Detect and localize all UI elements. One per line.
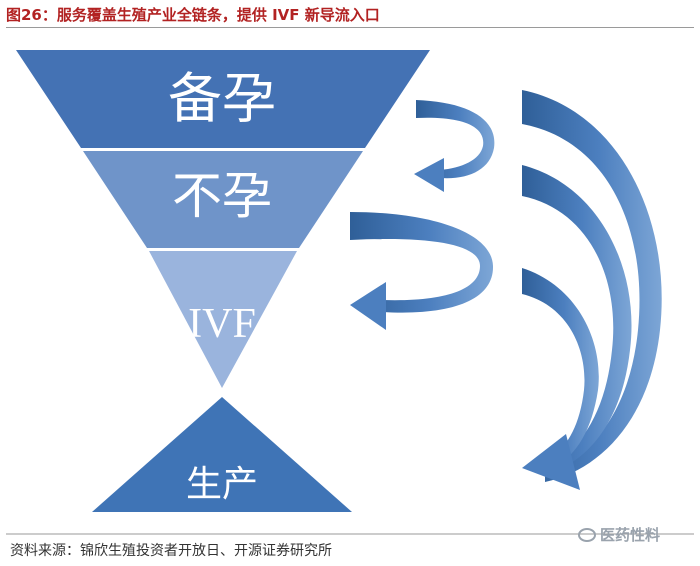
funnel-label-ivf: IVF [188, 301, 256, 347]
arrow-buyun-to-ivf [350, 212, 494, 330]
funnel-level-buyun [83, 151, 363, 248]
watermark: 医药性料 [578, 524, 660, 545]
base-label-shengchan: 生产 [186, 464, 258, 505]
arrow-ivf-to-shengchan [522, 268, 599, 490]
source-note: 资料来源：锦欣生殖投资者开放日、开源证券研究所 [10, 543, 332, 559]
arrow-buyun-to-shengchan [522, 165, 632, 474]
figure-title: 图26：服务覆盖生殖产业全链条，提供 IVF 新导流入口 [6, 6, 380, 24]
funnel-level-beiyun [16, 50, 430, 148]
wechat-icon [578, 527, 596, 542]
title-divider [6, 27, 694, 28]
funnel-label-beiyun: 备孕 [168, 67, 276, 130]
funnel-label-buyun: 不孕 [172, 167, 272, 225]
funnel-level-ivf [149, 251, 297, 388]
base-triangle-shengchan [92, 397, 352, 512]
arrow-beiyun-to-shengchan [522, 90, 662, 482]
watermark-text: 医药性料 [600, 526, 661, 544]
arrow-beiyun-to-buyun [414, 100, 495, 192]
